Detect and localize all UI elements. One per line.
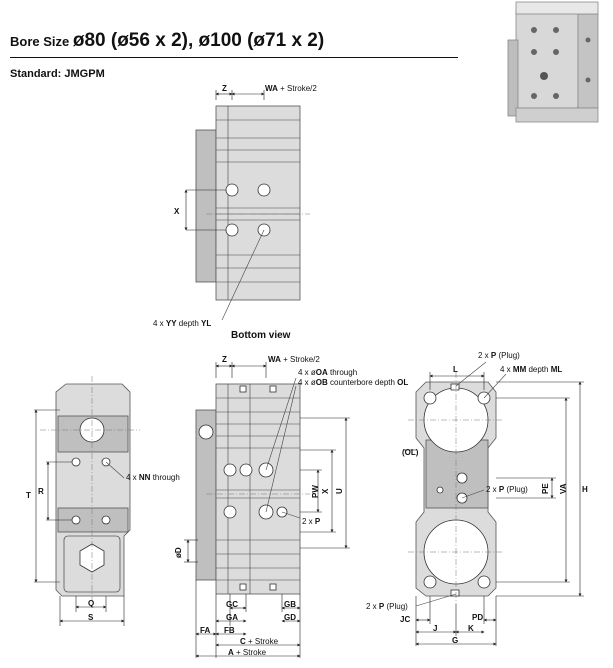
sv-od-label: øD: [174, 547, 183, 558]
bore-sizes: ø80 (ø56 x 2), ø100 (ø71 x 2): [72, 30, 325, 51]
sv-p-callout: 2 x P: [302, 517, 321, 526]
ev-ol-label: (OL): [402, 448, 419, 457]
ev-h-label: H: [582, 485, 588, 494]
bv-x-label: X: [174, 207, 180, 216]
title-rule: [10, 57, 458, 58]
sv-z-label: Z: [222, 355, 227, 364]
ev-pd-label: PD: [472, 613, 483, 622]
bv-yy-callout: 4 x YY depth YL: [153, 319, 211, 328]
bv-z-label: Z: [222, 84, 227, 93]
sv-c-label: C + Stroke: [240, 637, 279, 646]
bv-wa-suffix: + Stroke/2: [280, 84, 317, 93]
bottom-view-caption: Bottom view: [231, 330, 291, 341]
sv-x-label: X: [321, 488, 330, 494]
ev-mm-callout: 4 x MM depth ML: [500, 365, 562, 374]
ev-jc-label: JC: [400, 615, 410, 624]
page-title: Bore Size ø80 (ø56 x 2), ø100 (ø71 x 2): [10, 30, 324, 52]
lv-r-label: R: [38, 487, 44, 496]
ev-j-label: J: [433, 624, 437, 633]
sv-a-label: A + Stroke: [228, 648, 267, 657]
sv-gd-label: GD: [284, 613, 296, 622]
ev-p-plug-bot: 2 x P (Plug): [366, 602, 408, 611]
ev-k-label: K: [468, 624, 474, 633]
lv-nn-callout: 4 x NN through: [126, 473, 180, 482]
sv-u-label: U: [335, 488, 344, 494]
sv-gb-label: GB: [284, 600, 296, 609]
ev-p-plug-top: 2 x P (Plug): [478, 351, 520, 360]
bottom-view: [184, 90, 310, 321]
bv-wa: WA: [265, 84, 278, 93]
sv-gc-label: GC: [226, 600, 238, 609]
lv-s-label: S: [88, 613, 94, 622]
sv-fa-label: FA: [200, 626, 210, 635]
sv-ob-callout: 4 x øOB counterbore depth OL: [298, 378, 408, 387]
ev-pe-label: PE: [541, 483, 550, 494]
sv-fb-label: FB: [224, 626, 235, 635]
sv-wa-label: WA + Stroke/2: [268, 355, 320, 364]
sv-ga-label: GA: [226, 613, 238, 622]
ev-p-plug-mid: 2 x P (Plug): [486, 485, 528, 494]
sv-pw-label: PW: [311, 485, 320, 498]
bore-prefix: Bore Size: [10, 34, 73, 49]
ev-g-label: G: [452, 636, 458, 645]
lv-t-label: T: [26, 491, 31, 500]
bv-wa-label: WA + Stroke/2: [265, 84, 317, 93]
end-view: [404, 361, 584, 646]
ev-l-label: L: [453, 365, 458, 374]
lv-q-label: Q: [88, 599, 94, 608]
left-view: [34, 376, 140, 626]
ev-va-label: VA: [559, 483, 568, 494]
sv-oa-callout: 4 x øOA through: [298, 368, 357, 377]
standard-label: Standard: JMGPM: [10, 68, 105, 80]
product-photo: [507, 1, 599, 123]
side-view: [184, 362, 350, 658]
